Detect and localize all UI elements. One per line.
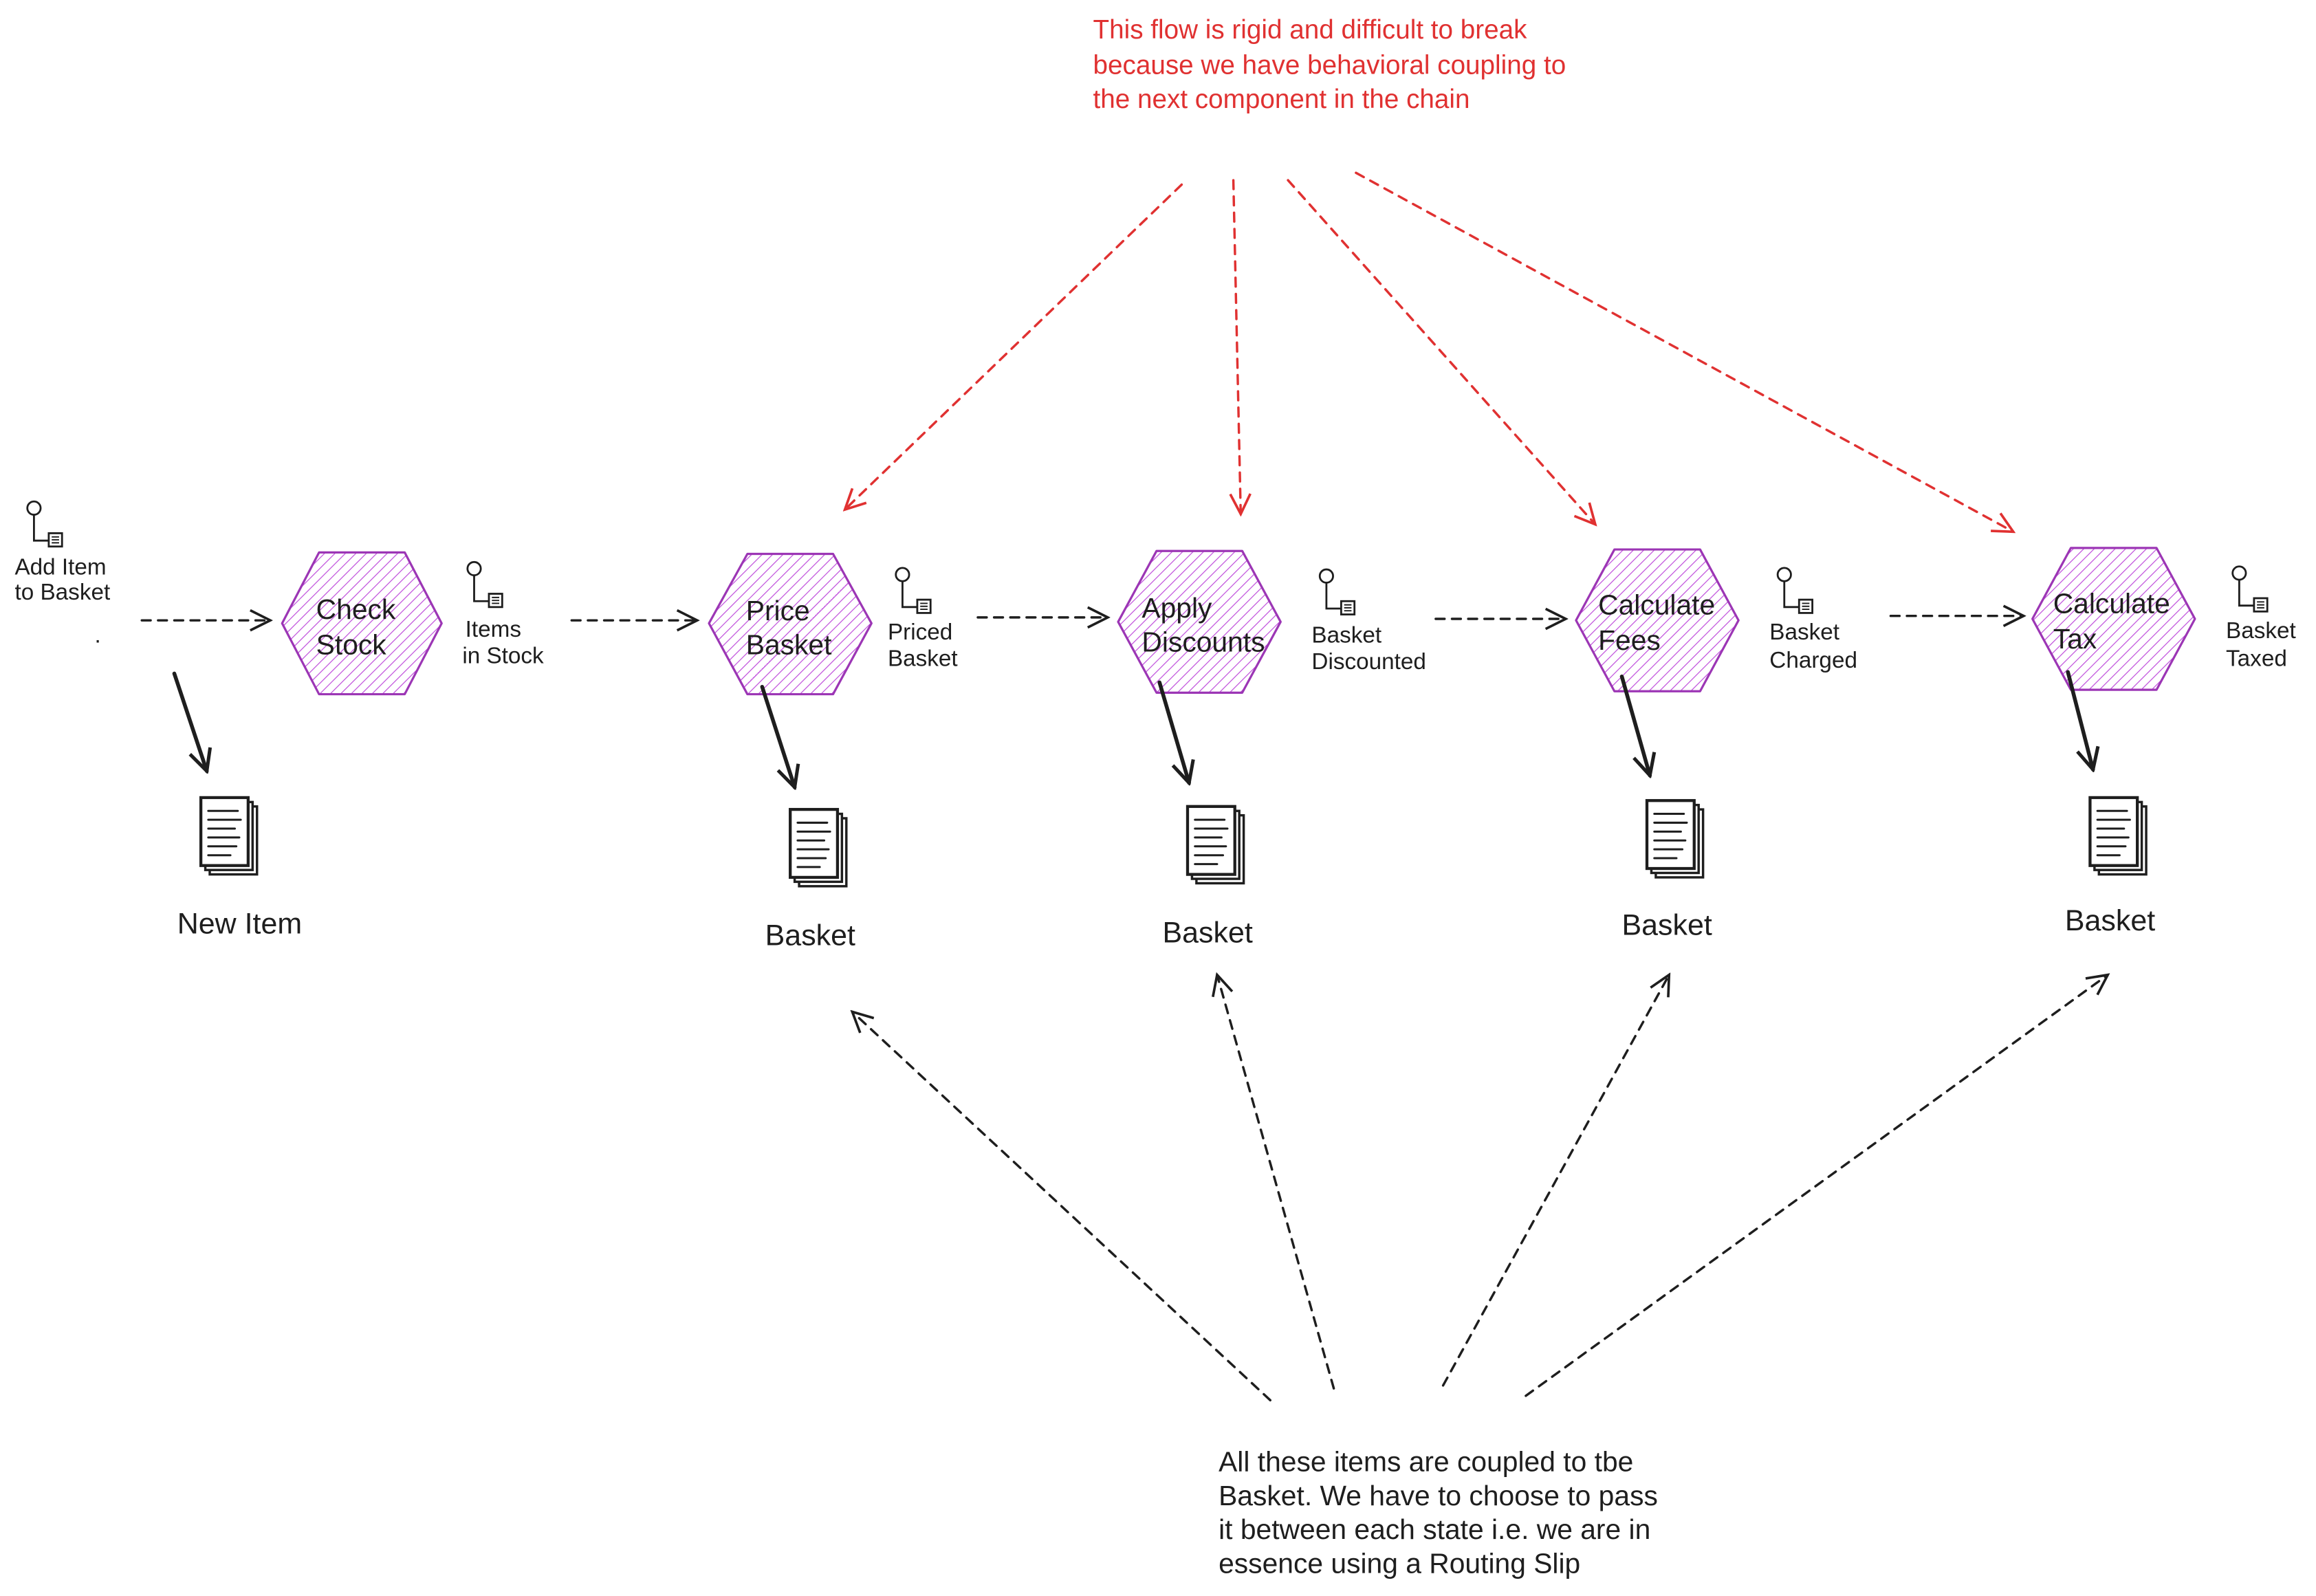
document-basket-charged: Basket xyxy=(1622,799,1712,942)
note-arrow-basket xyxy=(852,1012,1271,1402)
hexagon-price-basket xyxy=(708,552,873,696)
bottom-annotation-line: essence using a Routing Slip xyxy=(1219,1548,1580,1579)
document-label: Basket xyxy=(1622,909,1712,942)
event-icon xyxy=(26,500,63,548)
top-annotation-line: the next component in the chain xyxy=(1093,85,1470,114)
step-check-stock: Check Stock Items in Stock xyxy=(281,551,544,696)
document-icon xyxy=(1186,805,1245,885)
document-icon xyxy=(1645,799,1705,879)
output-arrow-new-item xyxy=(172,671,206,771)
event-label: Add Item xyxy=(14,555,106,580)
document-basket-taxed: Basket xyxy=(2065,796,2155,937)
bottom-annotation-line: it between each state i.e. we are in xyxy=(1219,1513,1650,1545)
step-label: Calculate xyxy=(1598,589,1715,621)
top-annotation-line: This flow is rigid and difficult to brea… xyxy=(1093,15,1528,45)
step-label: Basket xyxy=(746,629,832,661)
coupling-arrow-price-basket xyxy=(845,183,1183,510)
document-basket-priced: Basket xyxy=(765,807,855,952)
document-basket-discounted: Basket xyxy=(1162,805,1253,949)
top-annotation: This flow is rigid and difficult to brea… xyxy=(1093,15,1566,114)
event-label: Basket xyxy=(888,646,958,672)
event-label: Priced xyxy=(888,620,952,645)
top-annotation-line: because we have behavioral coupling to xyxy=(1093,50,1566,80)
event-label: Taxed xyxy=(2226,646,2287,672)
step-label: Tax xyxy=(2053,623,2097,655)
event-icon xyxy=(2231,565,2269,613)
coupling-arrow-calculate-tax xyxy=(1355,171,2013,532)
coupling-arrow-calculate-fees xyxy=(1287,179,1595,524)
step-apply-discounts: Apply Discounts Basket Discounted xyxy=(1117,549,1426,695)
step-label: Apply xyxy=(1141,592,1212,624)
output-arrow-basket xyxy=(2066,670,2093,769)
coupling-arrow-apply-discounts xyxy=(1234,179,1241,514)
bottom-annotation-line: All these items are coupled to tbe xyxy=(1219,1445,1633,1477)
output-arrow-basket xyxy=(760,685,794,787)
step-label: Discounts xyxy=(1141,626,1265,657)
event-icon xyxy=(895,567,932,614)
step-label: Stock xyxy=(316,629,387,661)
output-arrow-basket xyxy=(1157,680,1189,783)
step-label: Check xyxy=(316,593,396,625)
step-calculate-tax: Calculate Tax Basket Taxed xyxy=(2031,547,2296,691)
output-arrow-basket xyxy=(1619,674,1650,776)
event-label: in Stock xyxy=(462,643,544,668)
event-label: Items xyxy=(466,617,521,642)
event-icon xyxy=(1776,567,1813,614)
step-calculate-fees: Calculate Fees Basket Charged xyxy=(1575,548,1857,692)
event-label: Basket xyxy=(1311,622,1381,648)
note-arrow-basket xyxy=(1525,975,2108,1397)
step-label: Price xyxy=(746,595,810,626)
document-label: Basket xyxy=(2065,904,2155,937)
note-arrow-basket xyxy=(1217,975,1335,1390)
document-icon xyxy=(199,796,259,876)
bottom-annotation: All these items are coupled to tbe Baske… xyxy=(1219,1445,1658,1579)
event-label: Discounted xyxy=(1311,649,1426,675)
stray-dot: . xyxy=(94,622,100,648)
event-label: Basket xyxy=(1769,620,1839,645)
document-icon xyxy=(789,807,848,888)
step-price-basket: Price Basket Priced Basket xyxy=(708,552,958,696)
event-icon xyxy=(1318,568,1356,615)
document-new-item: New Item xyxy=(177,796,302,941)
step-label: Fees xyxy=(1598,624,1661,656)
hexagon-apply-discounts xyxy=(1117,549,1282,695)
note-arrow-basket xyxy=(1441,975,1670,1387)
bottom-annotation-line: Basket. We have to choose to pass xyxy=(1219,1480,1658,1511)
event-icon xyxy=(466,560,503,609)
event-label: Basket xyxy=(2226,618,2296,644)
trigger-add-item: Add Item to Basket . xyxy=(14,500,110,648)
document-label: Basket xyxy=(765,919,855,952)
document-label: Basket xyxy=(1162,916,1252,949)
event-label: Charged xyxy=(1769,648,1857,673)
hexagon-check-stock xyxy=(281,551,443,696)
event-label: to Basket xyxy=(14,580,110,605)
document-icon xyxy=(2088,796,2148,876)
step-label: Calculate xyxy=(2053,587,2170,619)
hexagon-calculate-fees xyxy=(1575,548,1740,692)
document-label: New Item xyxy=(177,908,302,941)
